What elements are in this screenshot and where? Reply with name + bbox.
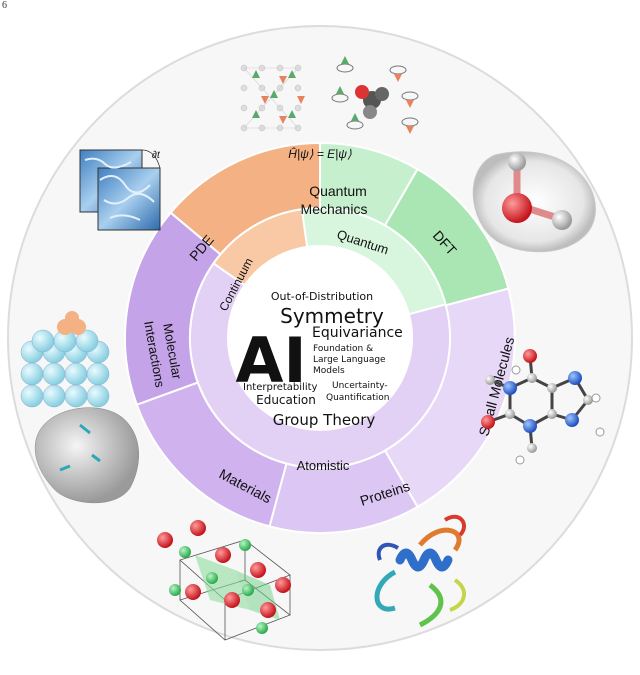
label-quantum-mechanics-1: Quantum: [309, 183, 367, 199]
center-equivariance: Equivariance: [312, 325, 403, 341]
center-uncertainty-2: Quantification: [326, 393, 389, 403]
caffeine-molecule-illustration: [481, 349, 605, 465]
page-number: 6: [2, 0, 7, 11]
center-education: Education: [256, 393, 316, 407]
crystal-material-illustration: [157, 520, 291, 641]
center-foundation-1: Foundation &: [313, 344, 373, 354]
center-group-theory: Group Theory: [273, 411, 376, 429]
label-quantum-mechanics-2: Mechanics: [301, 201, 368, 217]
protein-ribbon-illustration: [374, 514, 466, 628]
molecular-surface-illustration: [20, 311, 110, 408]
schrodinger-equation: Ĥ|ψ⟩ = E|ψ⟩: [288, 146, 352, 161]
center-interpretability: Interpretability: [243, 382, 318, 393]
center-uncertainty-1: Uncertainty-: [332, 381, 388, 391]
outer-ring: [124, 141, 516, 535]
water-molecule-illustration: [472, 151, 596, 253]
center-out-of-distribution: Out-of-Distribution: [271, 290, 373, 303]
label-atomistic: Atomistic: [297, 458, 350, 473]
turbulence-pde-illustration: ∂t: [79, 149, 161, 231]
center-foundation-3: Models: [313, 366, 345, 376]
protein-surface-illustration: [34, 407, 139, 504]
molecule-spin-illustration: [331, 56, 419, 134]
center-symmetry: Symmetry: [280, 304, 384, 328]
center-ai: AI: [235, 324, 306, 397]
center-circle: [228, 246, 412, 430]
partial-t-label: ∂t: [152, 150, 161, 161]
spin-lattice-illustration: [240, 64, 305, 132]
center-foundation-2: Large Language: [313, 355, 386, 365]
